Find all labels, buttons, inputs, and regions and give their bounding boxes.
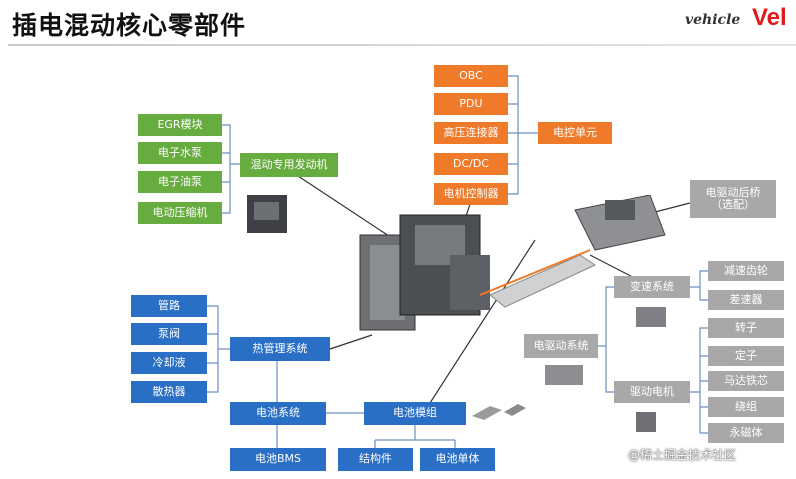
electric-control-unit-box: 电控单元 — [538, 122, 612, 144]
vehicle-logo: vehicle — [685, 12, 741, 28]
ecu-item-pdu: PDU — [434, 93, 508, 115]
engine-thumbnail — [247, 195, 287, 233]
thermal-item-pump-valve: 泵阀 — [131, 323, 207, 345]
transmission-item-differential: 差速器 — [708, 290, 784, 310]
motor-item-stator: 定子 — [708, 346, 784, 366]
ecu-item-motor-controller: 电机控制器 — [434, 183, 508, 205]
ecu-item-dcdc: DC/DC — [434, 153, 508, 175]
drive-system-thumbnail — [545, 365, 583, 385]
thermal-item-radiator: 散热器 — [131, 381, 207, 403]
rear-axle-box: 电驱动后桥 （选配） — [690, 180, 776, 218]
ecu-item-obc: OBC — [434, 65, 508, 87]
transmission-item-reduction-gear: 减速齿轮 — [708, 261, 784, 281]
engine-item-compressor: 电动压缩机 — [138, 202, 222, 224]
battery-bms-box: 电池BMS — [230, 448, 326, 471]
transmission-box: 变速系统 — [614, 276, 690, 298]
thermal-item-coolant: 冷却液 — [131, 352, 207, 374]
transmission-thumbnail — [636, 307, 666, 327]
brand-logo: Vel — [752, 4, 787, 31]
battery-cell-box: 电池单体 — [420, 448, 495, 471]
title-divider — [8, 44, 796, 46]
motor-item-iron-core: 马达铁芯 — [708, 371, 784, 391]
engine-item-oil-pump: 电子油泵 — [138, 171, 222, 193]
battery-system-box: 电池系统 — [230, 402, 326, 425]
page-title: 插电混动核心零部件 — [12, 11, 247, 40]
motor-item-winding: 绕组 — [708, 397, 784, 417]
ecu-item-hv-connector: 高压连接器 — [434, 122, 508, 144]
powertrain-illustration — [359, 195, 666, 331]
electric-drive-system-box: 电驱动系统 — [524, 334, 598, 358]
thermal-item-piping: 管路 — [131, 295, 207, 317]
battery-structure-box: 结构件 — [338, 448, 413, 471]
hybrid-engine-box: 混动专用发动机 — [240, 153, 338, 177]
drive-motor-box: 驱动电机 — [614, 381, 690, 403]
motor-item-magnet: 永磁体 — [708, 423, 784, 443]
motor-thumbnail — [636, 412, 656, 432]
watermark: @稀土掘金技术社区 — [628, 448, 737, 462]
battery-module-box: 电池模组 — [364, 402, 466, 425]
engine-item-egr: EGR模块 — [138, 114, 222, 136]
thermal-management-box: 热管理系统 — [230, 337, 330, 361]
motor-item-rotor: 转子 — [708, 318, 784, 338]
engine-item-water-pump: 电子水泵 — [138, 142, 222, 164]
battery-module-thumbnail — [472, 404, 526, 420]
